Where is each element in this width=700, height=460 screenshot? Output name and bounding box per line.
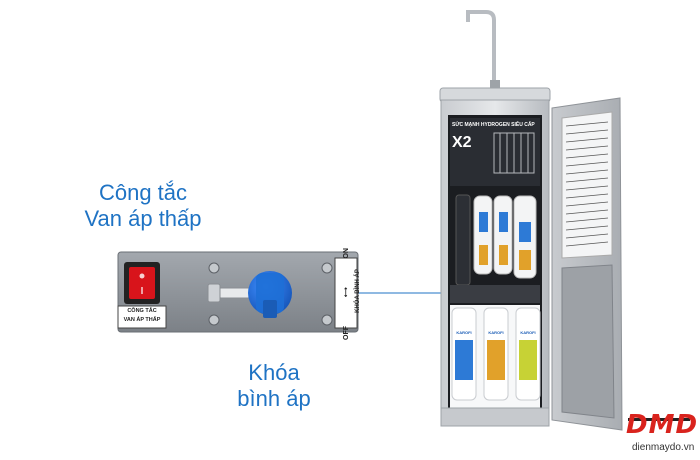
switch-callout-line1: Công tắc	[98, 180, 188, 205]
valve-callout-line2: bình áp	[237, 386, 311, 411]
valve-on-label: ON	[342, 248, 350, 259]
watermark-site: dienmaydo.vn	[632, 442, 695, 453]
switch-caption: CÔNG TẮC VAN ÁP THẤP	[118, 307, 166, 325]
arrow-both-icon: ⟷	[343, 287, 350, 298]
filter-label: KAROFI	[456, 330, 472, 335]
valve-callout-label: Khóa bình áp	[214, 360, 334, 412]
valve-onoff-caption: OFF ⟷ ON	[338, 248, 354, 340]
filter-label: KAROFI	[520, 330, 536, 335]
valve-off-label: OFF	[342, 326, 350, 340]
control-panel-closeup	[117, 251, 359, 333]
screw-icon	[321, 314, 333, 326]
screw-icon	[321, 262, 333, 274]
valve-callout-line1: Khóa	[248, 360, 300, 385]
switch-caption-line2: VAN ÁP THẤP	[123, 317, 161, 323]
machine-x2-badge: X2	[452, 134, 472, 151]
switch-callout-line2: Van áp thấp	[84, 206, 202, 231]
switch-callout-label: Công tắc Van áp thấp	[78, 180, 208, 232]
machine-banner: SỨC MẠNH HYDROGEN SIÊU CẤP	[452, 122, 535, 128]
dmd-logo-icon	[628, 418, 690, 421]
low-pressure-switch	[117, 262, 167, 329]
screw-icon	[208, 262, 220, 274]
valve-caption: KHÓA BÌNH ÁP	[355, 269, 361, 313]
screw-icon	[208, 314, 220, 326]
filter-label: KAROFI	[488, 330, 504, 335]
watermark-brand: DMD	[626, 410, 699, 440]
switch-caption-line1: CÔNG TẮC	[127, 308, 157, 314]
water-purifier	[439, 10, 623, 431]
pressure-tank-valve	[207, 271, 292, 318]
